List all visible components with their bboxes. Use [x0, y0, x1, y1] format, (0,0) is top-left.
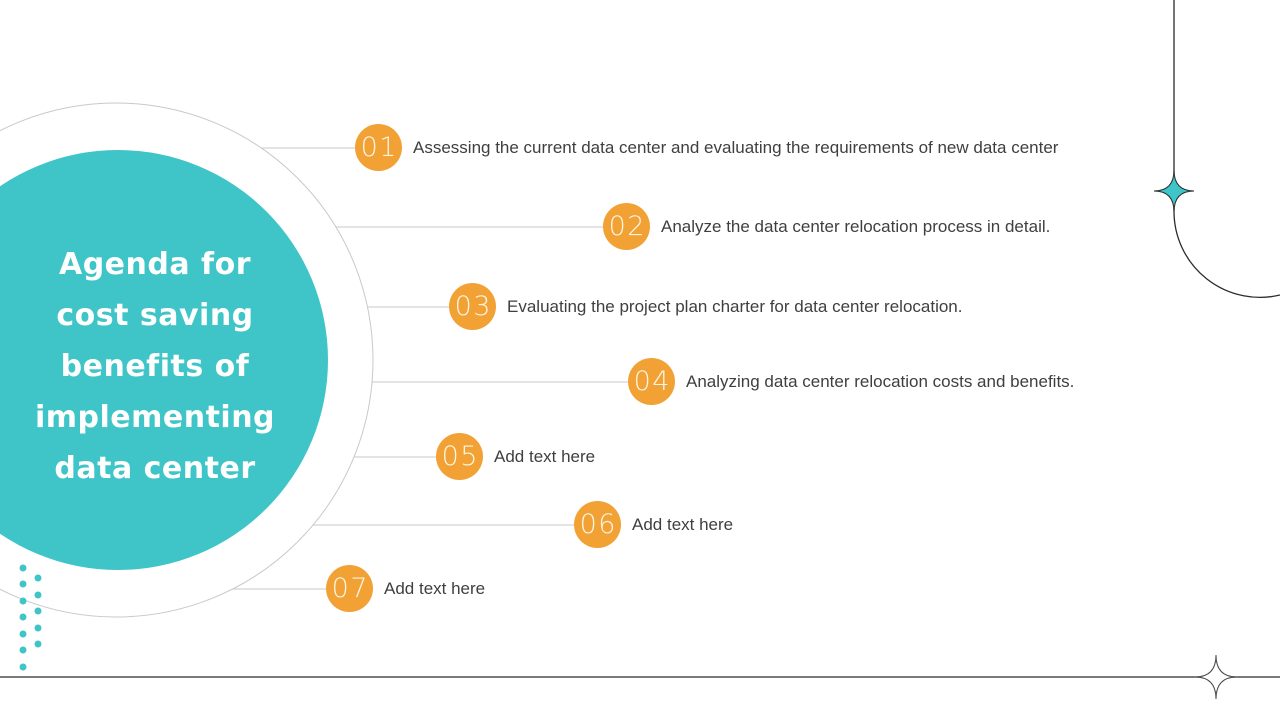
title-circle [0, 150, 328, 570]
agenda-item-03: 03 Evaluating the project plan charter f… [449, 283, 963, 330]
dots-pattern [19, 564, 42, 671]
agenda-item-07: 07 Add text here [326, 565, 485, 612]
item-number-badge: 05 [436, 433, 483, 480]
item-text-placeholder: Add text here [384, 578, 486, 598]
item-text: Analyzing data center relocation costs a… [686, 371, 1075, 391]
item-number-badge: 01 [355, 124, 402, 171]
agenda-item-01: 01 Assessing the current data center and… [355, 124, 1058, 171]
item-number-badge: 06 [574, 501, 621, 548]
agenda-item-06: 06 Add text here [574, 501, 733, 548]
slide-title-line: benefits of [60, 349, 250, 384]
slide-title: Agenda for cost saving benefits of imple… [0, 239, 315, 494]
item-number-badge: 02 [603, 203, 650, 250]
item-text-placeholder: Add text here [494, 446, 596, 466]
item-number-badge: 03 [449, 283, 496, 330]
agenda-item-04: 04 Analyzing data center relocation cost… [628, 358, 1074, 405]
agenda-item-02: 02 Analyze the data center relocation pr… [603, 203, 1050, 250]
sparkle-icon [1153, 169, 1195, 213]
item-text-placeholder: Add text here [632, 514, 734, 534]
agenda-item-05: 05 Add text here [436, 433, 595, 480]
item-text: Analyze the data center relocation proce… [661, 216, 1051, 236]
slide-title-line: Agenda for [58, 247, 252, 282]
title-outline-circle [0, 102, 374, 618]
item-text: Evaluating the project plan charter for … [507, 296, 963, 316]
sparkle-outline-icon [1194, 654, 1238, 700]
slide-title-line: cost saving [56, 298, 254, 333]
item-text: Assessing the current data center and ev… [413, 137, 1059, 157]
item-number-badge: 04 [628, 358, 675, 405]
slide-title-line: data center [54, 451, 256, 486]
item-number-badge: 07 [326, 565, 373, 612]
slide-title-line: implementing [34, 400, 276, 435]
corner-curve-line [1173, 0, 1280, 298]
